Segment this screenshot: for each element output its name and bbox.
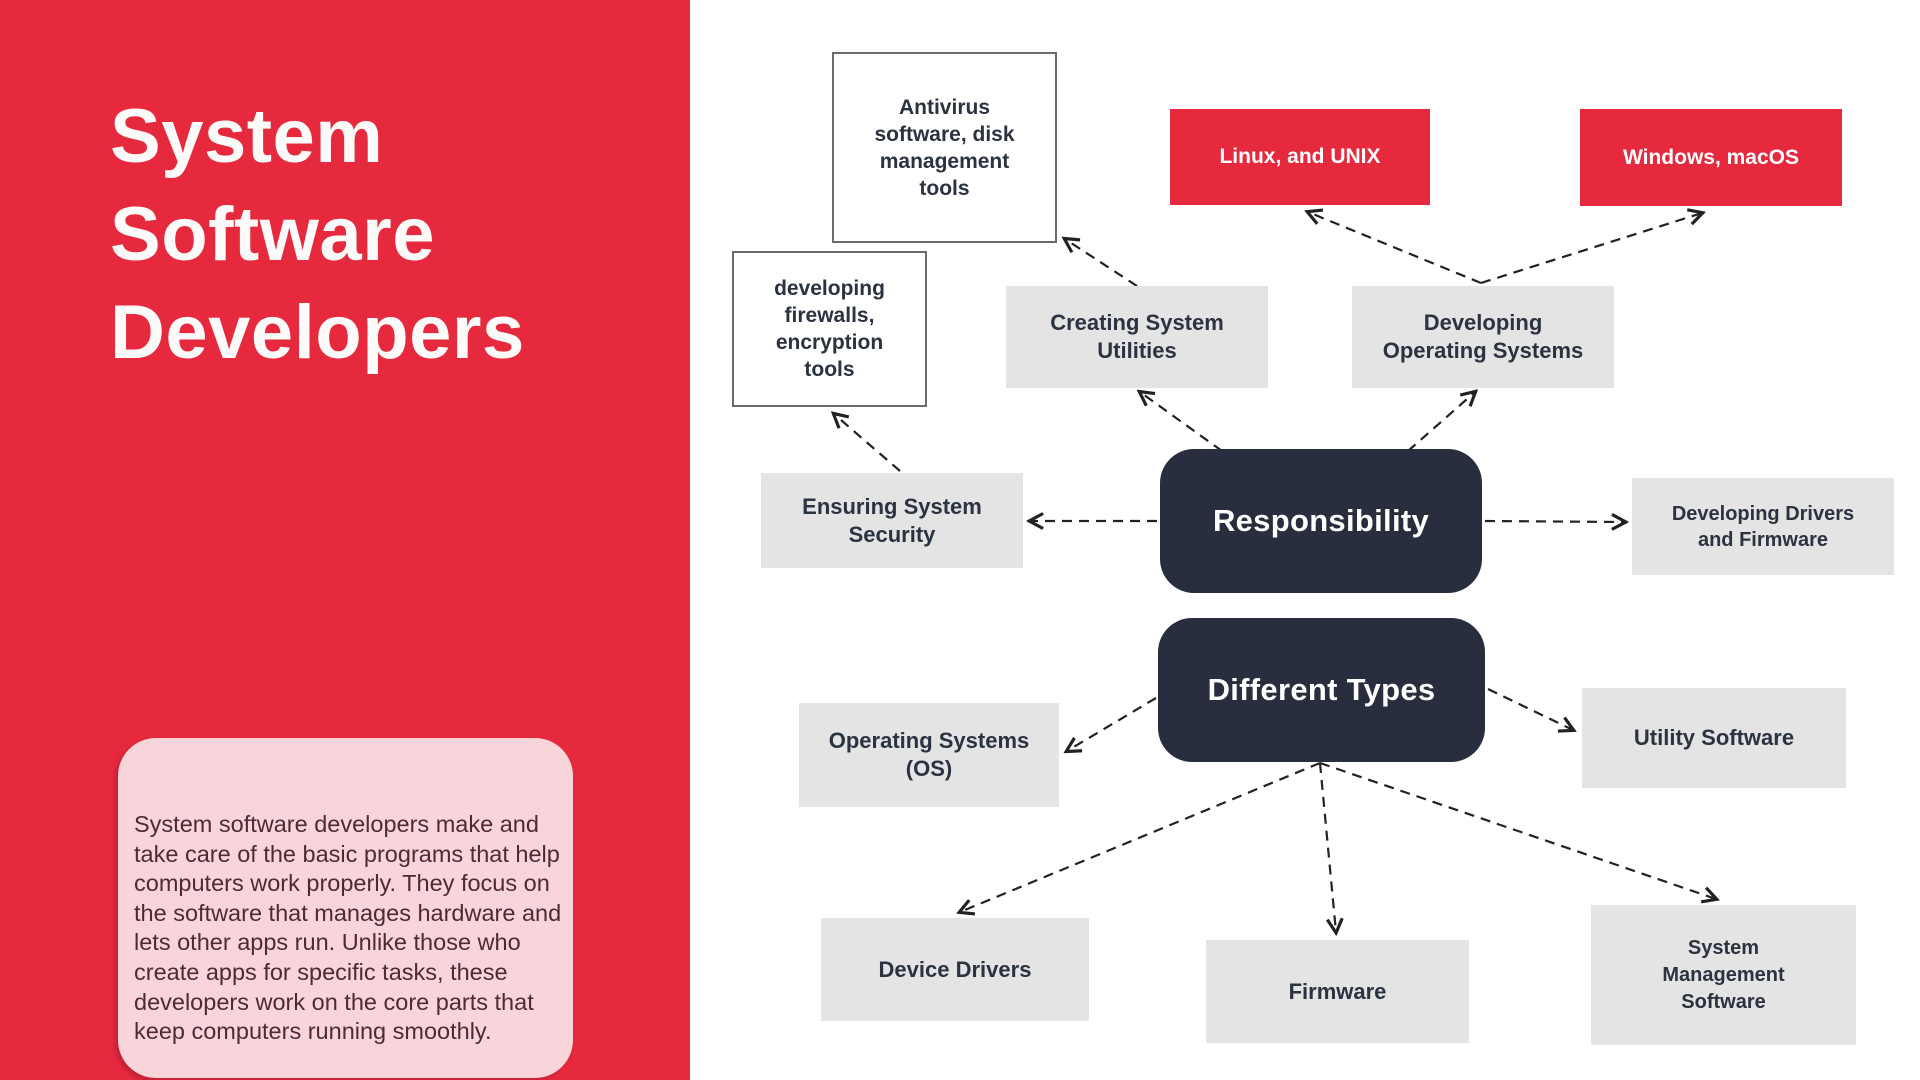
left-panel: System Software Developers System softwa…: [0, 0, 690, 1080]
node-firewall-tools-label: developing firewalls, encryption tools: [774, 277, 885, 381]
node-linux-unix-label: Linux, and UNIX: [1219, 145, 1381, 168]
node-developing-operating-systems: Developing Operating Systems: [1352, 286, 1614, 388]
edge-different-types-to-firmware: [1318, 762, 1336, 932]
edge-developing-os-to-linux: [1308, 212, 1482, 285]
title-line-3: Developers: [110, 290, 525, 375]
edge-responsibility-to-developing-drivers: [1484, 521, 1625, 522]
edge-different-types-to-operating-systems: [1067, 697, 1157, 751]
node-antivirus-tools-label: Antivirus software, disk management tool…: [874, 95, 1015, 200]
node-windows-macos: Windows, macOS: [1580, 109, 1842, 206]
title-line-2: Software: [110, 192, 435, 277]
node-device-drivers-label: Device Drivers: [878, 956, 1032, 982]
node-creating-system-utilities-label: Creating System Utilities: [1050, 310, 1224, 363]
node-operating-systems: Operating Systems (OS): [799, 703, 1059, 807]
node-windows-macos-label: Windows, macOS: [1622, 145, 1799, 169]
description-text: System software developers make and take…: [134, 811, 562, 1045]
edge-ensuring-security-to-firewalls: [834, 414, 901, 472]
node-hub-responsibility: Responsibility: [1160, 449, 1482, 593]
node-device-drivers: Device Drivers: [821, 918, 1089, 1021]
title-line-1: System: [110, 94, 384, 179]
node-utility-software: Utility Software: [1582, 688, 1846, 788]
edge-responsibility-to-creating-utilities: [1140, 392, 1223, 452]
node-firewall-tools: developing firewalls, encryption tools: [732, 251, 927, 407]
node-ensuring-system-security-label: Ensuring System Security: [802, 493, 982, 547]
node-hub-responsibility-label: Responsibility: [1212, 503, 1430, 538]
node-hub-different-types: Different Types: [1158, 618, 1485, 762]
node-hub-different-types-label: Different Types: [1207, 672, 1436, 707]
node-creating-system-utilities: Creating System Utilities: [1006, 286, 1268, 388]
page-title: System Software Developers: [110, 88, 650, 382]
edge-developing-os-to-windows: [1480, 213, 1702, 285]
description-card: System software developers make and take…: [118, 738, 573, 1078]
node-developing-drivers-firmware: Developing Drivers and Firmware: [1632, 478, 1894, 575]
node-linux-unix: Linux, and UNIX: [1170, 109, 1430, 205]
node-utility-software-label: Utility Software: [1633, 725, 1795, 750]
node-operating-systems-label: Operating Systems (OS): [828, 728, 1030, 781]
node-system-management-software: System Management Software: [1591, 905, 1856, 1045]
node-firmware: Firmware: [1206, 940, 1469, 1043]
node-ensuring-system-security: Ensuring System Security: [761, 473, 1023, 568]
node-firmware-label: Firmware: [1288, 978, 1387, 1004]
node-system-management-software-label: System Management Software: [1662, 936, 1785, 1013]
node-developing-drivers-firmware-label: Developing Drivers and Firmware: [1671, 502, 1855, 551]
edge-creating-utilities-to-antivirus: [1065, 239, 1138, 287]
node-developing-operating-systems-label: Developing Operating Systems: [1382, 310, 1584, 363]
edge-different-types-to-utility-software: [1487, 688, 1573, 730]
node-antivirus-tools: Antivirus software, disk management tool…: [832, 52, 1057, 243]
edge-responsibility-to-developing-os: [1407, 392, 1475, 452]
